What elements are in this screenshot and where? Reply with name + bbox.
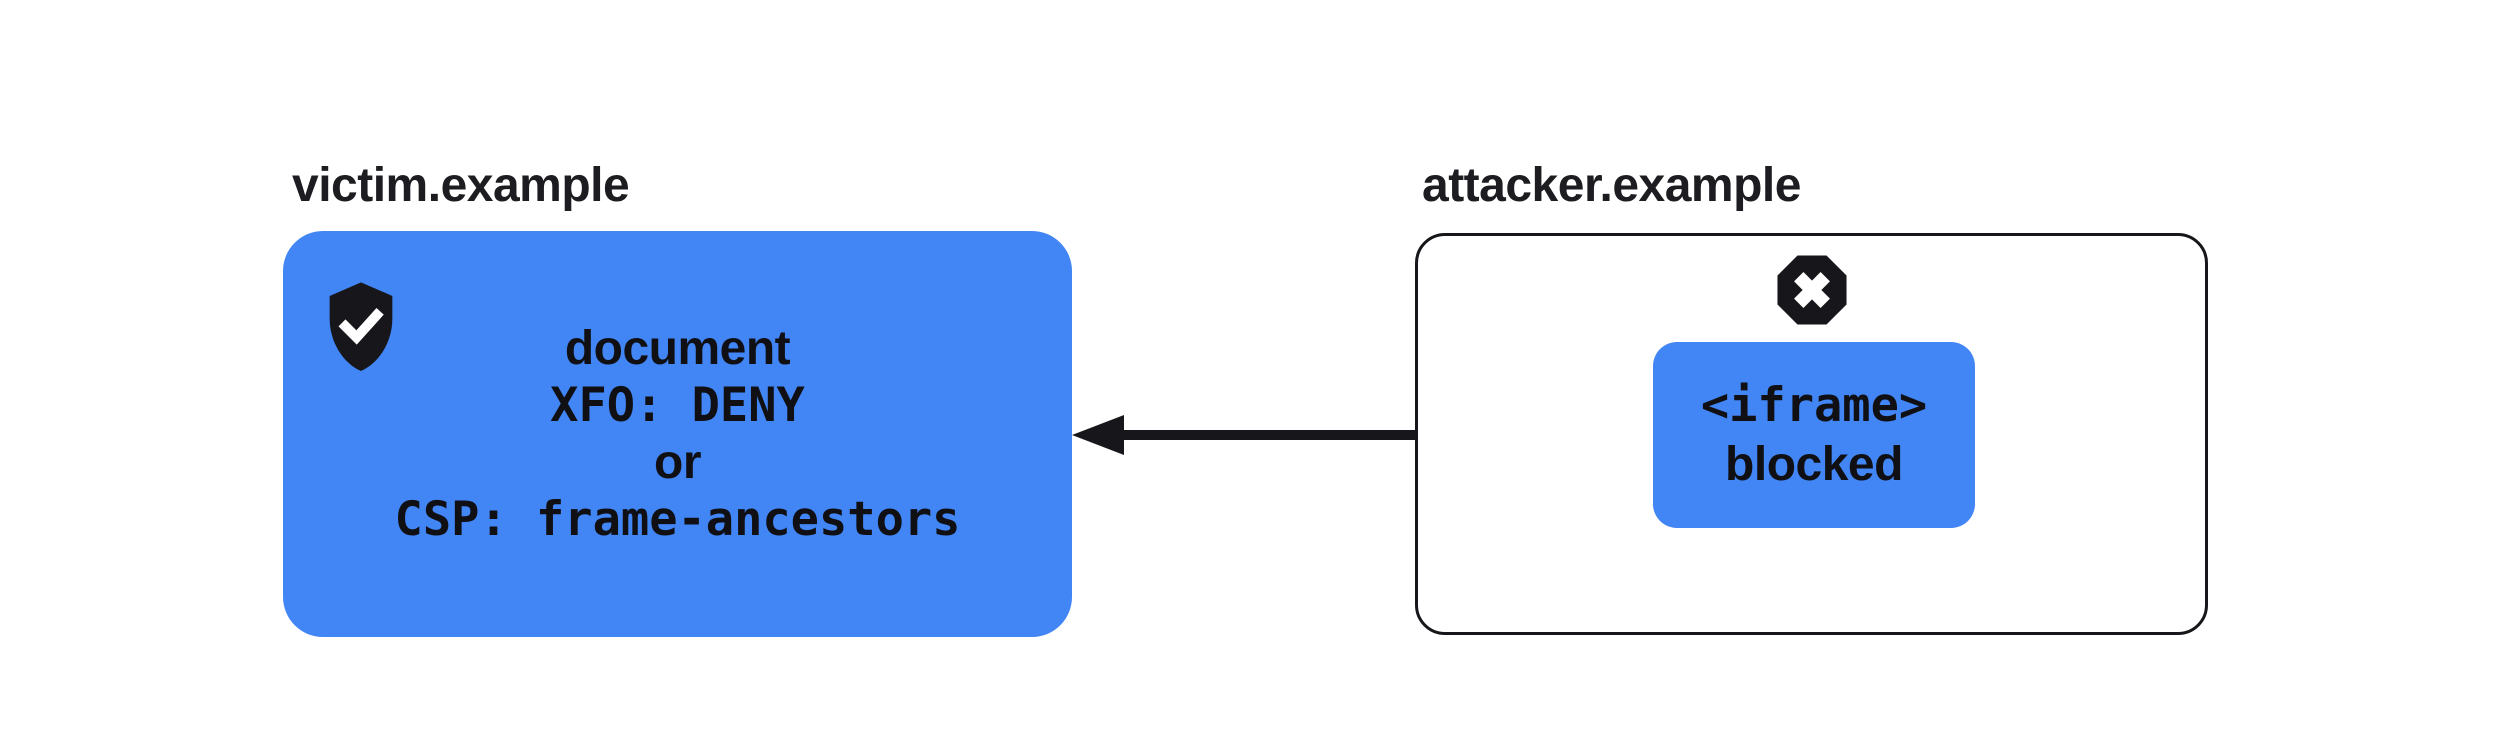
xfo-deny-line: XFO: DENY [550,378,805,433]
arrowhead-icon [1072,415,1124,455]
iframe-tag-line: <iframe> [1700,378,1928,433]
victim-document-card: document XFO: DENY or CSP: frame-ancesto… [283,231,1072,637]
blocked-iframe-card: <iframe> blocked [1653,342,1975,528]
attacker-page-frame: <iframe> blocked [1415,233,2208,635]
victim-card-text: document XFO: DENY or CSP: frame-ancesto… [395,320,961,548]
blocked-status-line: blocked [1725,438,1903,491]
blocked-request-arrow [1072,415,1653,455]
document-line: document [564,322,791,375]
shield-check-icon [329,282,393,372]
attacker-domain-label: attacker.example [1422,159,1801,212]
arrow-shaft [1116,430,1653,440]
or-line: or [654,436,701,489]
octagon-x-icon [1776,255,1847,325]
victim-domain-label: victim.example [292,159,630,212]
csp-frame-ancestors-line: CSP: frame-ancestors [394,492,961,547]
